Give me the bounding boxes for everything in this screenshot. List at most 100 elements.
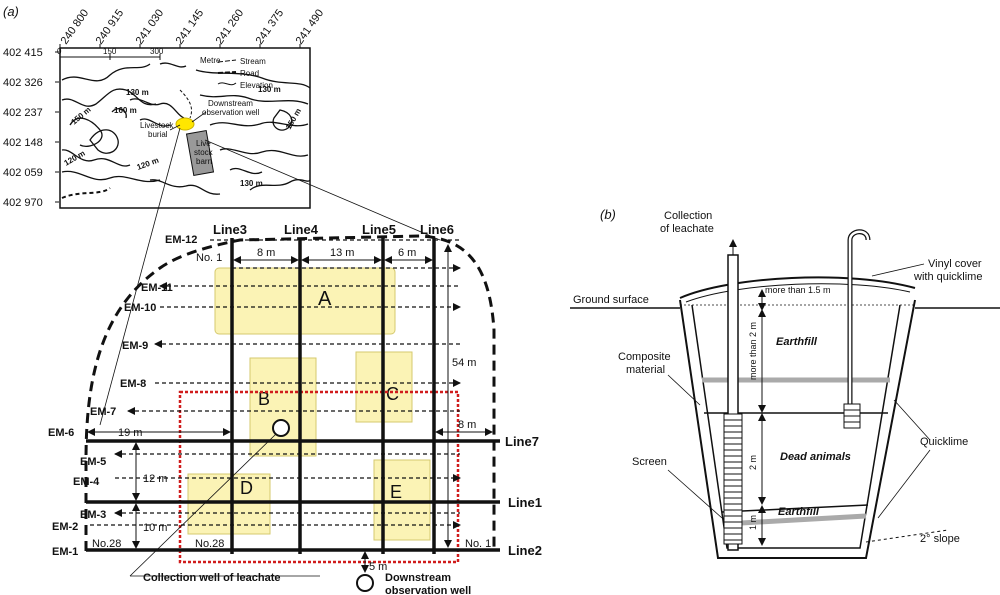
zoom-line — [204, 139, 441, 241]
burial-cross-section: Ground surface — [570, 210, 1000, 559]
scale-bar: 0 150 300 — [57, 47, 164, 60]
stream-line — [179, 89, 193, 119]
collection-well-marker — [272, 419, 290, 437]
block-a — [214, 267, 396, 335]
em-label: EM-10 — [124, 302, 156, 314]
em-label: EM-12 — [165, 234, 197, 246]
collection-well-label: Collection well of leachate — [143, 572, 281, 584]
earthfill-top-label: Earthfill — [776, 336, 818, 348]
depth-label: 2 m — [748, 455, 758, 470]
livestock-barn — [185, 130, 215, 176]
line-label-6: Line6 — [420, 222, 454, 237]
em-label: EM-6 — [48, 427, 74, 439]
em-label: EM-9 — [122, 340, 148, 352]
line-label-1: Line1 — [508, 495, 542, 510]
downstream-well-map-label: Downstream — [208, 99, 253, 108]
downstream-well-map-label: observation well — [202, 108, 260, 117]
dead-animals-label: Dead animals — [780, 451, 851, 463]
legend-stream: Stream — [240, 57, 266, 66]
block-label: E — [390, 482, 402, 502]
y-coord-label: 402 970 — [3, 197, 43, 209]
em-label: EM-4 — [73, 476, 100, 488]
line-label-2: Line2 — [508, 543, 542, 558]
x-coord-label: 241 030 — [134, 7, 167, 46]
block-label: A — [318, 288, 332, 310]
no-label: No.28 — [92, 538, 121, 550]
burial-label: Livestock — [140, 121, 174, 130]
dim-label: 6 m — [398, 247, 416, 259]
x-coord-label: 241 490 — [294, 7, 327, 46]
collection-label: of leachate — [660, 223, 714, 235]
no-label: No.28 — [195, 538, 224, 550]
legend-elevation: Elevation — [240, 81, 273, 90]
quicklime-label: Quicklime — [920, 436, 968, 448]
composite-label: Composite — [618, 351, 671, 363]
scale-tick: 150 — [103, 47, 117, 56]
map-x-coordinates: 240 800 240 915 241 030 241 145 241 260 … — [59, 7, 327, 46]
depth-label: more than 1.5 m — [765, 285, 831, 295]
x-coord-label: 241 145 — [174, 7, 207, 46]
em-label: EM-8 — [120, 378, 146, 390]
em-label: EM-11 — [141, 282, 173, 294]
depth-label: 1 m — [748, 515, 758, 530]
block-label: C — [386, 384, 399, 404]
barn-label: barn — [196, 157, 212, 166]
ground-surface-label: Ground surface — [573, 294, 649, 306]
em-label: EM-7 — [90, 406, 116, 418]
block-d — [187, 473, 271, 535]
legend-road: Road — [240, 69, 259, 78]
scale-unit: Metre — [200, 56, 221, 65]
line-label-5: Line5 — [362, 222, 396, 237]
em-label: EM-2 — [52, 521, 78, 533]
slope-label: 2° slope — [920, 533, 960, 545]
line-label-3: Line3 — [213, 222, 247, 237]
scale-tick: 300 — [150, 47, 164, 56]
block-label: D — [240, 478, 253, 498]
vinyl-label: Vinyl cover — [928, 258, 982, 270]
depth-label: more than 2 m — [748, 322, 758, 380]
barn-label: stock — [194, 148, 214, 157]
y-coord-label: 402 415 — [3, 47, 43, 59]
y-coord-label: 402 326 — [3, 77, 43, 89]
elev-label: 130 m — [240, 179, 263, 188]
barn-label: Live — [196, 139, 211, 148]
downstream-well-label: observation well — [385, 585, 471, 595]
dim-label: 19 m — [118, 427, 142, 439]
livestock-burial-site — [175, 117, 195, 131]
x-coord-label: 241 260 — [214, 7, 247, 46]
em-label: EM-5 — [80, 456, 106, 468]
em-label: EM-1 — [52, 546, 78, 558]
line-label-7: Line7 — [505, 434, 539, 449]
elev-label: 160 m — [114, 106, 137, 115]
burial-layout-plan: A B C D E — [48, 222, 542, 595]
vinyl-label: with quicklime — [913, 271, 982, 283]
no-label: No. 1 — [465, 538, 491, 550]
map-y-coordinates: 402 415 402 326 402 237 402 148 402 059 … — [3, 47, 43, 209]
collection-label: Collection — [664, 210, 712, 222]
x-coord-label: 241 375 — [254, 7, 287, 46]
screen-label: Screen — [632, 456, 667, 468]
y-coord-label: 402 237 — [3, 107, 43, 119]
no-label: No. 1 — [196, 252, 222, 264]
earthfill-bottom-label: Earthfill — [778, 506, 820, 518]
em-label: EM-3 — [80, 509, 106, 521]
dim-label: 8 m — [458, 419, 476, 431]
elev-label: 130 m — [126, 88, 149, 97]
burial-label: burial — [148, 130, 168, 139]
dim-label: 5 m — [369, 561, 387, 573]
dim-label: 10 m — [143, 522, 167, 534]
downstream-well-label: Downstream — [385, 572, 451, 584]
elev-label: 130 m — [258, 85, 281, 94]
zoom-line — [99, 127, 181, 426]
block-label: B — [258, 389, 270, 409]
panel-label-b: (b) — [600, 207, 616, 222]
line-label-4: Line4 — [284, 222, 319, 237]
dim-label: 13 m — [330, 247, 354, 259]
composite-label: material — [626, 364, 665, 376]
location-map: 240 800 240 915 241 030 241 145 241 260 … — [3, 7, 326, 209]
dim-label: 12 m — [143, 473, 167, 485]
screen — [723, 413, 743, 545]
scale-tick: 0 — [57, 47, 62, 56]
map-legend: Stream Road Elevation Metre — [200, 56, 273, 90]
